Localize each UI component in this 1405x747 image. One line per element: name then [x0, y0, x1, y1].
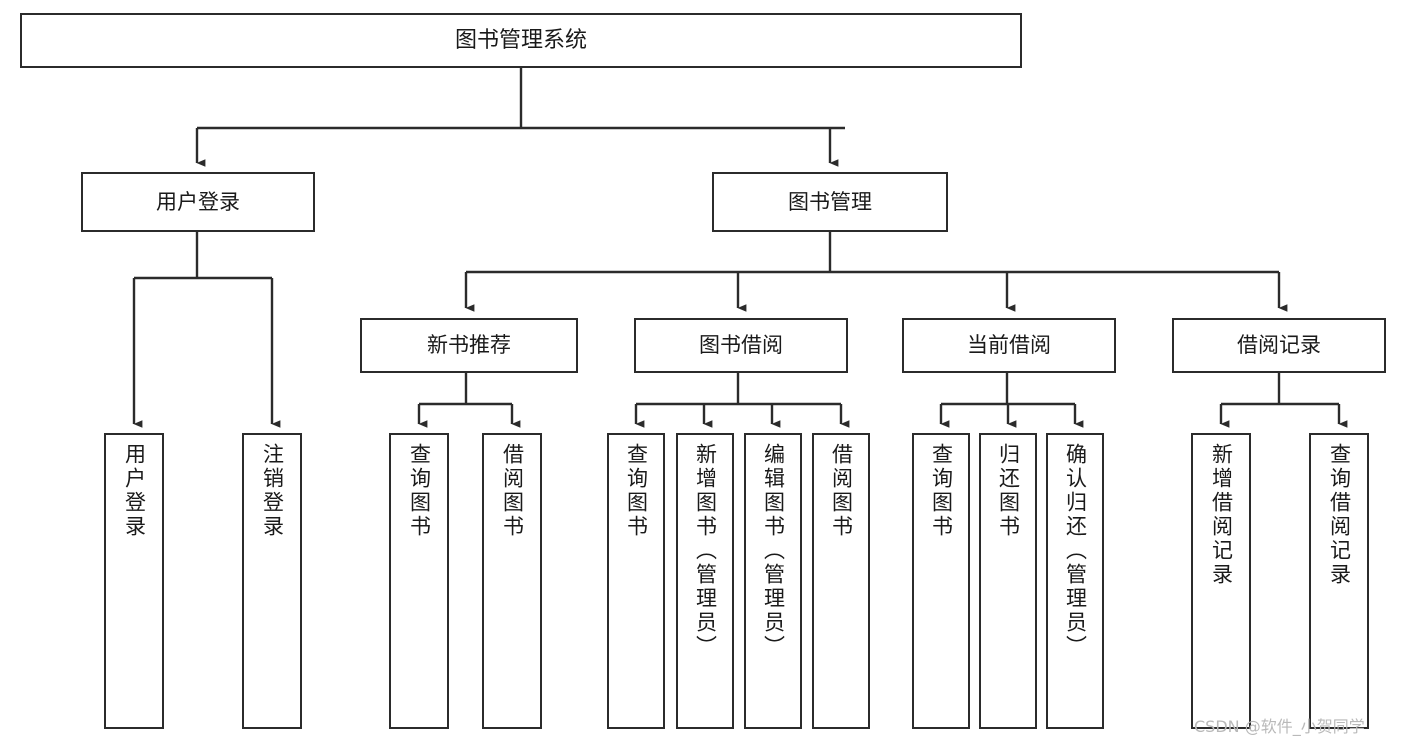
node-user-login[interactable]: 用户登录	[81, 172, 315, 232]
node-label: 图书管理	[788, 189, 872, 214]
node-label: 新增借阅记录	[1209, 443, 1234, 587]
node-label: 新增图书（管理员）	[693, 443, 718, 659]
leaf-add-borrow-record[interactable]: 新增借阅记录	[1191, 433, 1251, 729]
leaf-borrow-book-new-book[interactable]: 借阅图书	[482, 433, 542, 729]
leaf-confirm-return-admin[interactable]: 确认归还（管理员）	[1046, 433, 1104, 729]
node-label: 编辑图书（管理员）	[761, 443, 786, 659]
node-label: 图书管理系统	[454, 27, 587, 53]
node-label: 借阅图书	[829, 443, 854, 539]
node-label: 归还图书	[996, 443, 1021, 539]
leaf-add-book-admin[interactable]: 新增图书（管理员）	[676, 433, 734, 729]
node-label: 查询图书	[929, 443, 954, 539]
node-label: 用户登录	[156, 189, 240, 214]
node-label: 查询借阅记录	[1327, 443, 1352, 587]
node-label: 查询图书	[624, 443, 649, 539]
node-root-book-management-system[interactable]: 图书管理系统	[20, 13, 1022, 68]
node-book-management[interactable]: 图书管理	[712, 172, 948, 232]
node-label: 当前借阅	[967, 333, 1051, 358]
node-label: 查询图书	[407, 443, 432, 539]
leaf-edit-book-admin[interactable]: 编辑图书（管理员）	[744, 433, 802, 729]
node-book-borrow[interactable]: 图书借阅	[634, 318, 848, 373]
node-new-book-recommendation[interactable]: 新书推荐	[360, 318, 578, 373]
node-label: 注销登录	[260, 443, 285, 539]
leaf-query-borrow-record[interactable]: 查询借阅记录	[1309, 433, 1369, 729]
node-label: 用户登录	[122, 443, 147, 539]
leaf-query-book-borrow[interactable]: 查询图书	[607, 433, 665, 729]
leaf-borrow-book-borrow[interactable]: 借阅图书	[812, 433, 870, 729]
csdn-watermark: CSDN @软件_小贺同学	[1194, 717, 1365, 736]
node-label: 借阅图书	[500, 443, 525, 539]
node-borrow-record[interactable]: 借阅记录	[1172, 318, 1386, 373]
leaf-query-book-new-book[interactable]: 查询图书	[389, 433, 449, 729]
leaf-user-login[interactable]: 用户登录	[104, 433, 164, 729]
node-label: 借阅记录	[1237, 333, 1321, 358]
node-label: 图书借阅	[699, 333, 783, 358]
node-current-borrow[interactable]: 当前借阅	[902, 318, 1116, 373]
leaf-logout-login[interactable]: 注销登录	[242, 433, 302, 729]
node-label: 新书推荐	[427, 333, 511, 358]
node-label: 确认归还（管理员）	[1063, 443, 1088, 659]
leaf-query-book-current[interactable]: 查询图书	[912, 433, 970, 729]
leaf-return-book[interactable]: 归还图书	[979, 433, 1037, 729]
